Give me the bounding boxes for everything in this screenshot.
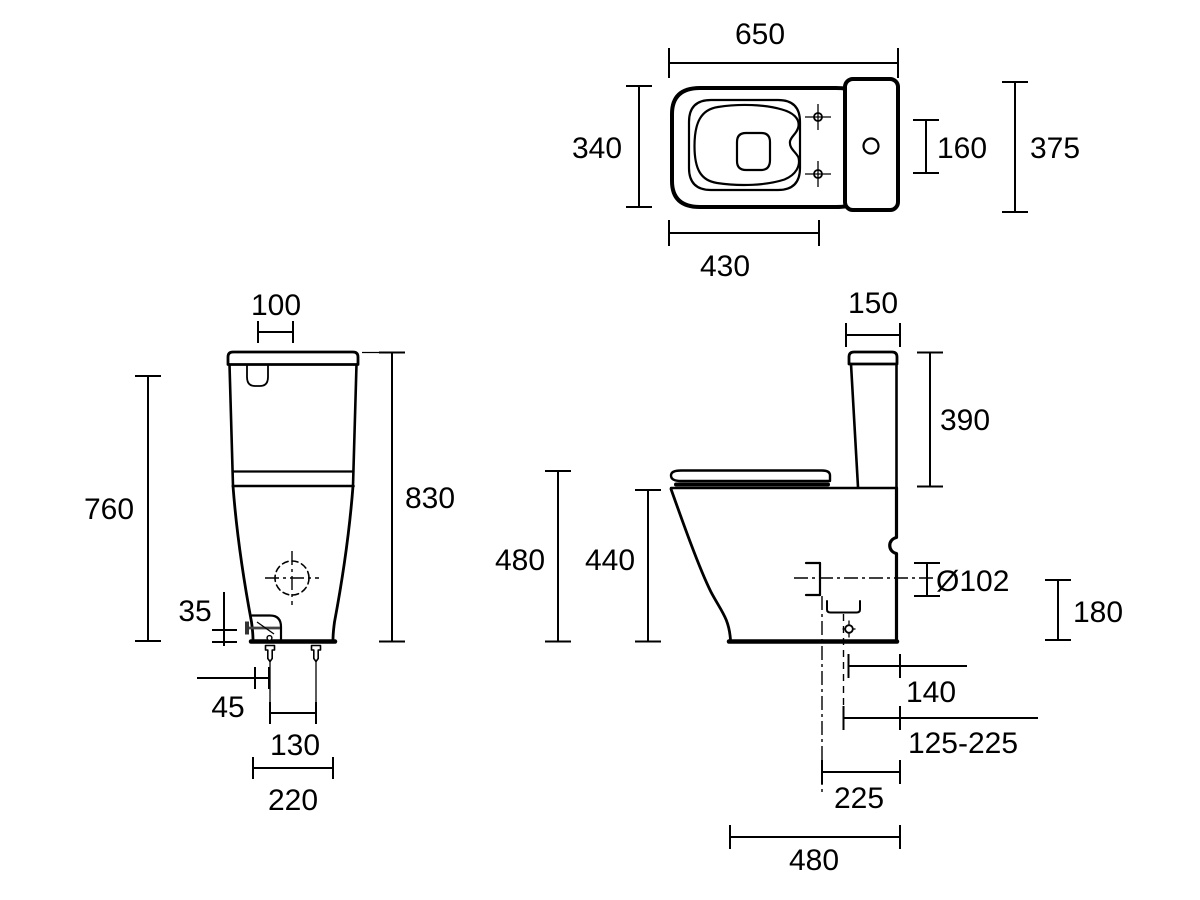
dim-label-130: 130 xyxy=(270,729,320,762)
dim-label-650: 650 xyxy=(735,18,785,51)
dim-label-125-225: 125-225 xyxy=(908,727,1018,760)
dimension-390: 390 xyxy=(917,351,990,488)
side-cistern-front xyxy=(849,362,860,489)
flush-hole-outline xyxy=(735,131,772,172)
front-cistern-left xyxy=(228,363,235,488)
dimension-220: 220 xyxy=(252,757,334,817)
inlet-hole xyxy=(862,137,880,155)
seat-opening-outline xyxy=(687,98,802,192)
dimension-35: 35 xyxy=(178,592,237,646)
dim-label-150: 150 xyxy=(848,287,898,320)
seat-profile xyxy=(669,469,832,483)
dimension-440: 440 xyxy=(585,489,661,643)
dim-label-430: 430 xyxy=(700,250,750,283)
dimension-outlet-diameter: Ø102 xyxy=(914,562,1009,598)
dimension-430: 430 xyxy=(668,220,820,283)
dimension-160: 160 xyxy=(913,119,987,174)
side-view: 150 390 480 440 Ø102 xyxy=(495,287,1123,877)
side-cistern-lid xyxy=(847,350,899,366)
dim-label-760: 760 xyxy=(84,493,134,526)
dimension-760: 760 xyxy=(84,375,161,642)
top-view: 650 340 160 375 430 xyxy=(572,18,1080,283)
outlet-crosshair-front xyxy=(265,551,319,605)
dimension-180: 180 xyxy=(1045,579,1123,641)
front-cistern-right xyxy=(351,363,358,488)
inlet-notch-outline xyxy=(246,364,269,387)
dimension-480-base-depth: 480 xyxy=(729,825,901,877)
dimension-150: 150 xyxy=(845,287,901,347)
top-cistern-outline xyxy=(843,77,900,212)
dimension-340: 340 xyxy=(572,85,652,208)
pedestal-right-edge xyxy=(331,484,355,642)
dimension-140: 140 xyxy=(847,654,967,709)
dim-label-160: 160 xyxy=(937,132,987,165)
dim-label-100: 100 xyxy=(251,289,301,322)
trap-detail xyxy=(826,600,861,614)
hinge-mark-bottom xyxy=(805,161,831,187)
dim-label-390: 390 xyxy=(940,404,990,437)
fixing-screw xyxy=(245,621,280,642)
dimension-125-225: 125-225 xyxy=(842,706,1038,760)
bowl-rim-outline xyxy=(693,103,801,187)
dim-label-140: 140 xyxy=(906,676,956,709)
hinge-mark-top xyxy=(805,104,831,130)
dimension-100: 100 xyxy=(251,289,301,343)
dim-label-480-base: 480 xyxy=(789,844,839,877)
dim-label-375: 375 xyxy=(1030,132,1080,165)
dimension-480-seat-height: 480 xyxy=(495,470,571,643)
fixing-hole-mark xyxy=(842,620,856,638)
dim-label-440: 440 xyxy=(585,544,635,577)
floor-bolt-right xyxy=(310,644,322,663)
dim-label-180: 180 xyxy=(1073,596,1123,629)
front-view: 100 760 830 35 45 xyxy=(84,289,455,817)
pedestal-left-edge xyxy=(231,484,255,642)
dimension-375: 375 xyxy=(1002,81,1080,213)
outlet-bracket xyxy=(804,561,822,597)
pan-back-edge xyxy=(888,486,899,643)
floor-bolt-left xyxy=(264,644,276,663)
dim-label-480-seat: 480 xyxy=(495,544,545,577)
dim-label-35: 35 xyxy=(178,595,211,628)
dimension-830: 830 xyxy=(362,351,455,643)
dimension-45: 45 xyxy=(197,667,270,724)
dimension-650: 650 xyxy=(668,18,899,78)
dim-label-45: 45 xyxy=(211,691,244,724)
dim-label-220: 220 xyxy=(268,784,318,817)
dim-label-340: 340 xyxy=(572,132,622,165)
pan-front-edge xyxy=(669,487,732,642)
front-cistern-lid xyxy=(226,350,360,366)
dim-label-225: 225 xyxy=(834,782,884,815)
dimension-225: 225 xyxy=(821,760,901,815)
dimension-130: 130 xyxy=(269,661,320,762)
fixing-pocket-outline xyxy=(250,614,283,642)
dim-label-outlet-diameter: Ø102 xyxy=(936,565,1009,598)
dim-label-830: 830 xyxy=(405,482,455,515)
